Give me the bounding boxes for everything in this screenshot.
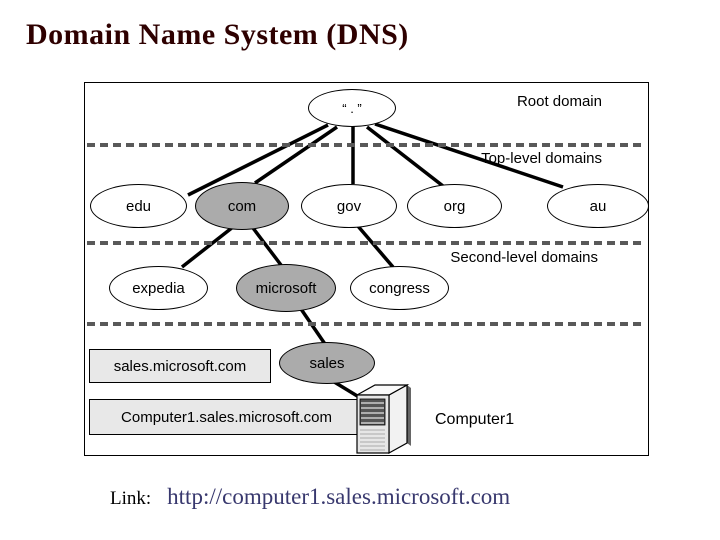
dns-diagram-canvas: Root domain Top-level domains Second-lev…	[84, 82, 649, 456]
separator-top-second-level	[87, 241, 643, 245]
node-au: au	[547, 184, 649, 228]
node-org: org	[407, 184, 502, 228]
link-label: Link:	[110, 488, 152, 509]
sales-fqdn-callout: sales.microsoft.com	[89, 349, 271, 383]
computer-tower-icon	[355, 383, 411, 455]
computer-name-label: Computer1	[435, 411, 515, 428]
page-title: Domain Name System (DNS)	[26, 18, 409, 51]
node-sales: sales	[279, 342, 375, 384]
node-gov: gov	[301, 184, 397, 228]
node-microsoft: microsoft	[236, 264, 336, 312]
link-url[interactable]: http://computer1.sales.microsoft.com	[167, 484, 511, 509]
separator-root-top-level	[87, 143, 643, 147]
node-edu: edu	[90, 184, 187, 228]
separator-second-third-level	[87, 322, 643, 326]
link-row: Link: http://computer1.sales.microsoft.c…	[110, 484, 510, 510]
root-domain-annotation: Root domain	[516, 93, 602, 110]
computer-fqdn-callout: Computer1.sales.microsoft.com	[89, 399, 364, 435]
node-com: com	[195, 182, 289, 230]
second-level-domains-annotation: Second-level domains	[450, 249, 598, 266]
top-level-domains-annotation: Top-level domains	[481, 150, 602, 167]
node-expedia: expedia	[109, 266, 208, 310]
node-congress: congress	[350, 266, 449, 310]
node-root: “ . ”	[308, 89, 396, 127]
